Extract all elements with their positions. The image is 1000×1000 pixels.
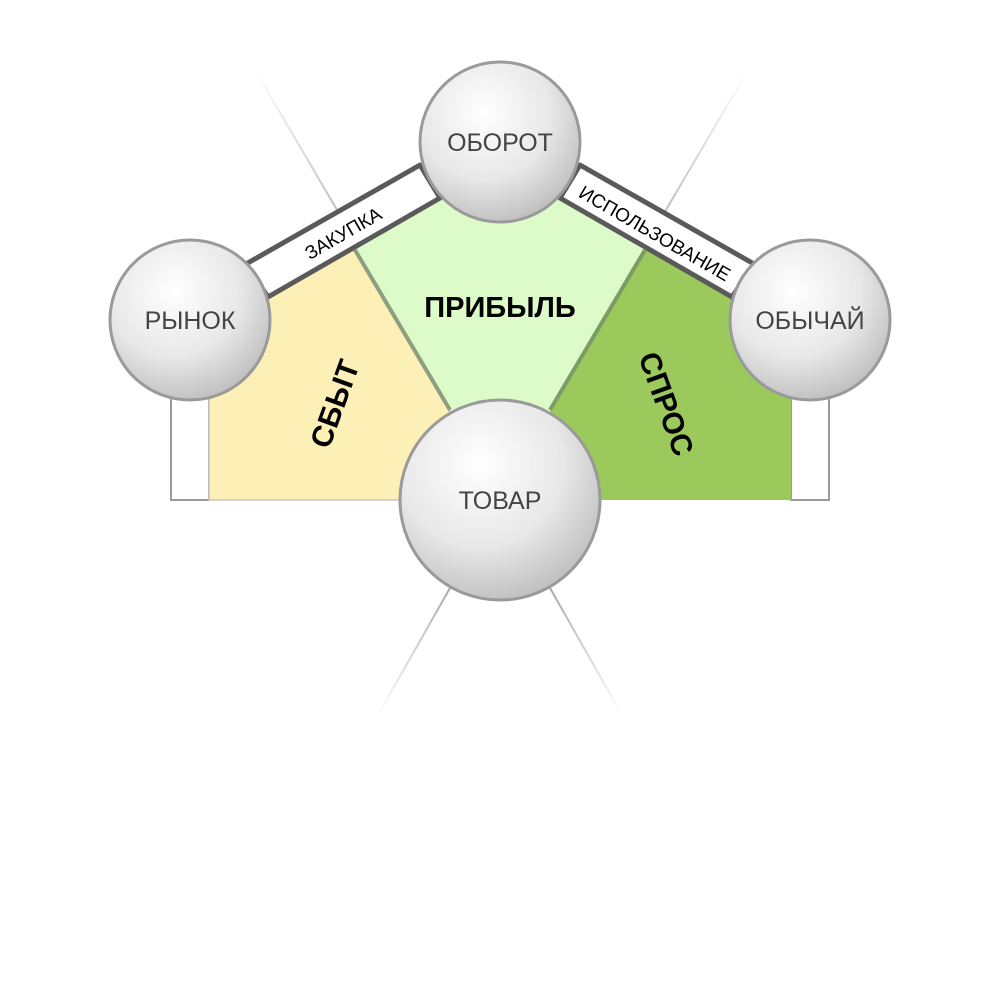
node-market-label: РЫНОК <box>145 307 236 335</box>
node-market: РЫНОК <box>108 238 272 402</box>
sales-profit-divider <box>353 248 452 412</box>
node-turnover: ОБОРОТ <box>418 60 582 224</box>
node-goods-label: ТОВАР <box>459 487 542 515</box>
node-custom: ОБЫЧАЙ <box>728 238 892 402</box>
node-custom-label: ОБЫЧАЙ <box>755 305 864 335</box>
node-goods: ТОВАР <box>398 398 602 602</box>
profit-demand-divider <box>548 248 647 412</box>
node-turnover-label: ОБОРОТ <box>447 129 553 157</box>
profit-label: ПРИБЫЛЬ <box>424 292 575 324</box>
profit-region <box>355 200 645 410</box>
